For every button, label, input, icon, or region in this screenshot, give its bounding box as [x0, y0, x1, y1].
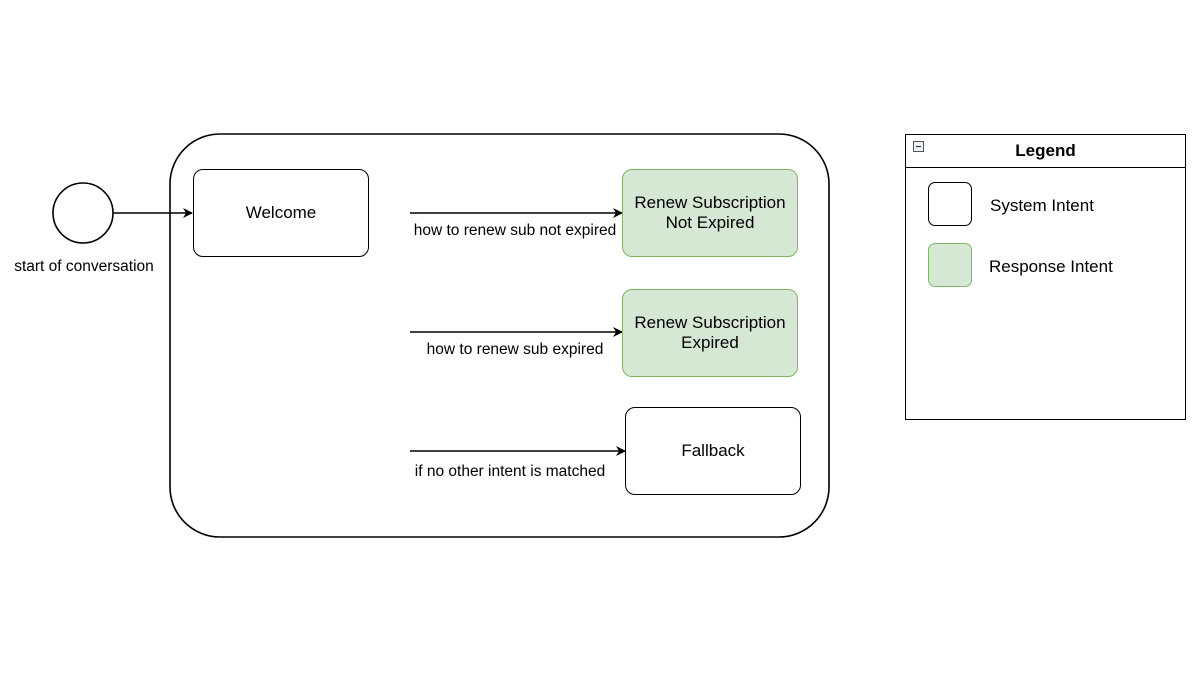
- renew-expired-node[interactable]: Renew Subscription Expired: [622, 289, 798, 377]
- renew-not-expired-node[interactable]: Renew Subscription Not Expired: [622, 169, 798, 257]
- renew-expired-label-line2: Expired: [681, 333, 739, 352]
- legend-response-swatch: [928, 243, 972, 287]
- legend-title: Legend: [1015, 141, 1076, 160]
- start-node[interactable]: [52, 182, 114, 244]
- welcome-node-label: Welcome: [245, 203, 317, 222]
- edge-label-expired: how to renew sub expired: [426, 341, 604, 358]
- legend-system-swatch: [928, 182, 972, 226]
- renew-not-expired-label-line2: Not Expired: [665, 213, 755, 232]
- edge-label-no-match: if no other intent is matched: [414, 463, 606, 480]
- renew-expired-label-line1: Renew Subscription: [634, 313, 786, 332]
- legend-header: Legend: [906, 135, 1185, 168]
- collapse-icon[interactable]: [913, 141, 924, 152]
- fallback-node-label: Fallback: [681, 441, 745, 460]
- edge-label-not-expired: how to renew sub not expired: [413, 222, 617, 239]
- fallback-node[interactable]: Fallback: [625, 407, 801, 495]
- legend-system-label: System Intent: [990, 196, 1094, 215]
- start-label: start of conversation: [14, 258, 154, 275]
- welcome-node[interactable]: Welcome: [193, 169, 369, 257]
- legend-response-label: Response Intent: [989, 257, 1113, 276]
- renew-not-expired-label-line1: Renew Subscription: [634, 193, 786, 212]
- legend-panel: Legend System Intent Response Intent: [905, 134, 1186, 420]
